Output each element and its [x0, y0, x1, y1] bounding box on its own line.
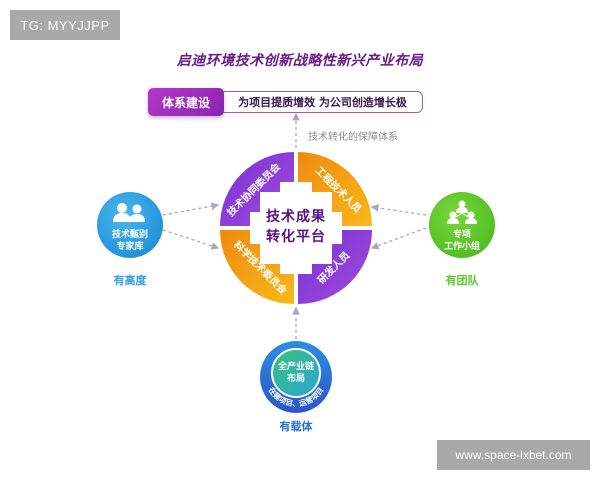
platform-center-text: 技术成果 转化平台 [256, 207, 336, 247]
industry-chain-label: 全产业链 布局 [266, 361, 326, 385]
center-line-1: 技术成果 [266, 209, 326, 225]
node-expert-library [97, 192, 163, 258]
expert-library-line-1: 技术甄别 [111, 230, 148, 240]
connector-right-lower [370, 227, 427, 250]
caption-height: 有高度 [113, 274, 147, 287]
work-group-label: 专项 工作小组 [432, 229, 492, 253]
diagram-title: 启迪环境技术创新战略性新兴产业布局 [176, 53, 424, 69]
system-slogan: 为项目提质增效 为公司创造增长极 [208, 91, 423, 113]
system-building-bar: 为项目提质增效 为公司创造增长极 体系建设 [148, 88, 423, 116]
guarantee-label: 技术转化的保障体系 [308, 132, 398, 143]
node-industry-chain: 在建项目、运营项目 [260, 341, 332, 413]
industry-chain-line-2: 布局 [286, 374, 305, 384]
caption-team: 有团队 [445, 274, 479, 287]
caption-carrier: 有载体 [279, 420, 313, 433]
system-tag: 体系建设 [148, 88, 224, 116]
connector-left-lower [162, 229, 220, 250]
work-group-line-1: 专项 [452, 230, 471, 240]
dashed-connectors [162, 112, 427, 345]
connector-left-upper [162, 202, 220, 216]
center-line-2: 转化平台 [266, 229, 326, 245]
node-work-group [429, 192, 495, 258]
expert-library-label: 技术甄别 专家库 [100, 229, 160, 253]
team-hierarchy-icon [447, 200, 477, 224]
watermark-top-left: TG: MYYJJPP [10, 10, 120, 40]
work-group-line-2: 工作小组 [443, 242, 480, 252]
watermark-bottom-right: www.space-lxbet.com [437, 440, 590, 470]
industry-chain-line-1: 全产业链 [277, 362, 314, 372]
connector-right-upper [370, 204, 427, 216]
platform-center [250, 182, 342, 274]
expert-library-line-2: 专家库 [116, 242, 144, 252]
two-users-icon [113, 203, 145, 222]
